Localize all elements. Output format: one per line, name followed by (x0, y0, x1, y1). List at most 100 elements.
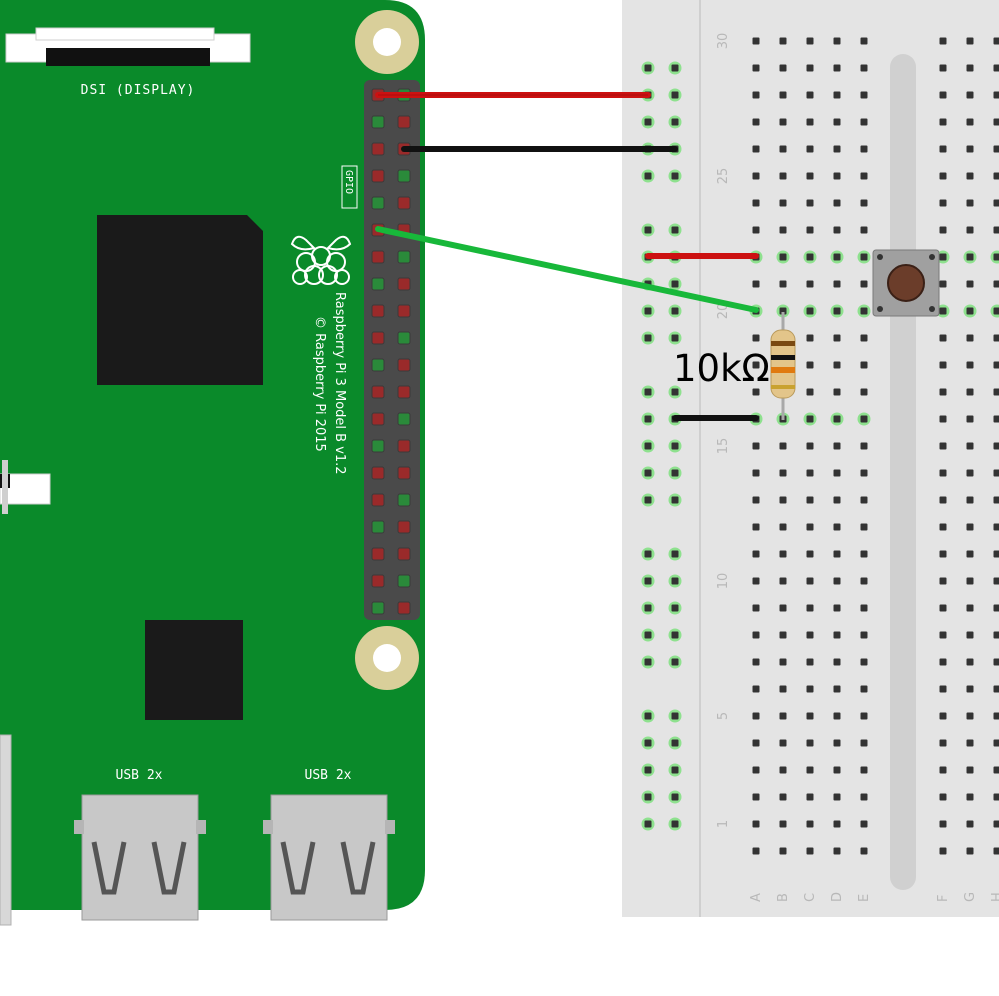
breadboard-hole (833, 766, 841, 774)
column-letter: B (776, 893, 791, 902)
breadboard-hole (752, 577, 760, 585)
breadboard-hole (752, 658, 760, 666)
gpio-pin (371, 493, 385, 507)
breadboard-hole (833, 64, 841, 72)
breadboard-hole (806, 334, 814, 342)
breadboard-hole (939, 145, 947, 153)
breadboard-hole (833, 496, 841, 504)
breadboard-hole (966, 253, 974, 261)
mounting-hole-bottom (355, 626, 419, 690)
breadboard-hole (806, 118, 814, 126)
row-number: 5 (716, 712, 731, 720)
breadboard-hole (644, 820, 652, 828)
breadboard-hole (966, 847, 974, 855)
gpio-pin (397, 169, 411, 183)
breadboard-hole (671, 658, 679, 666)
breadboard-hole (939, 199, 947, 207)
push-button-icon[interactable] (872, 249, 940, 317)
breadboard-hole (752, 739, 760, 747)
breadboard-hole (779, 523, 787, 531)
breadboard-hole (644, 739, 652, 747)
breadboard-hole (833, 550, 841, 558)
breadboard-hole (966, 631, 974, 639)
breadboard-hole (939, 442, 947, 450)
gpio-pin (371, 574, 385, 588)
gpio-header (364, 80, 420, 620)
breadboard-hole (833, 253, 841, 261)
breadboard-hole (671, 172, 679, 180)
gpio-pin (397, 466, 411, 480)
breadboard-hole (806, 604, 814, 612)
breadboard-hole (806, 415, 814, 423)
breadboard-hole (939, 172, 947, 180)
breadboard-hole (860, 496, 868, 504)
breadboard-hole (833, 577, 841, 585)
breadboard-hole (993, 442, 999, 450)
breadboard-hole (833, 199, 841, 207)
gpio-pin (397, 412, 411, 426)
breadboard-hole (644, 307, 652, 315)
breadboard-hole (806, 91, 814, 99)
gpio-pin (371, 520, 385, 534)
breadboard-hole (993, 847, 999, 855)
breadboard-hole (993, 118, 999, 126)
breadboard-hole (644, 604, 652, 612)
breadboard-hole (993, 766, 999, 774)
gpio-pin (397, 439, 411, 453)
breadboard-hole (833, 604, 841, 612)
breadboard-hole (779, 766, 787, 774)
breadboard-hole (752, 550, 760, 558)
breadboard-hole (779, 145, 787, 153)
breadboard-hole (671, 388, 679, 396)
dsi-connector (5, 27, 251, 66)
breadboard-hole (966, 145, 974, 153)
breadboard-hole (806, 145, 814, 153)
breadboard-hole (966, 496, 974, 504)
breadboard-hole (752, 388, 760, 396)
breadboard-hole (806, 847, 814, 855)
breadboard-hole (833, 469, 841, 477)
column-letter: A (749, 893, 764, 902)
breadboard-hole (860, 91, 868, 99)
breadboard-hole (671, 712, 679, 720)
model-text: Raspberry Pi 3 Model B v1.2 (332, 292, 347, 475)
gpio-label-box: GPIO (341, 165, 358, 209)
breadboard-hole (993, 631, 999, 639)
breadboard-hole (671, 604, 679, 612)
breadboard-hole (939, 388, 947, 396)
gpio-pin (397, 304, 411, 318)
breadboard-hole (860, 334, 868, 342)
breadboard-hole (644, 226, 652, 234)
breadboard-hole (993, 523, 999, 531)
breadboard-hole (860, 118, 868, 126)
breadboard-hole (833, 91, 841, 99)
wire-signal[interactable] (375, 226, 759, 313)
gpio-pin (371, 358, 385, 372)
breadboard-hole (752, 793, 760, 801)
breadboard-hole (779, 469, 787, 477)
breadboard-hole (779, 847, 787, 855)
gpio-pin (371, 547, 385, 561)
breadboard-hole (806, 226, 814, 234)
breadboard-hole (779, 91, 787, 99)
breadboard-hole (644, 334, 652, 342)
breadboard-hole (939, 739, 947, 747)
breadboard-hole (752, 523, 760, 531)
breadboard-hole (833, 226, 841, 234)
breadboard-hole (833, 307, 841, 315)
breadboard-hole (939, 658, 947, 666)
breadboard-hole (939, 118, 947, 126)
breadboard-hole (939, 523, 947, 531)
breadboard-hole (993, 199, 999, 207)
breadboard-hole (752, 766, 760, 774)
column-letter: D (830, 892, 845, 902)
breadboard-hole (806, 577, 814, 585)
breadboard-hole (833, 118, 841, 126)
breadboard-hole (752, 118, 760, 126)
gpio-pin (397, 520, 411, 534)
breadboard-hole (966, 469, 974, 477)
breadboard-hole (671, 280, 679, 288)
column-letter: E (857, 894, 872, 902)
breadboard-hole (939, 469, 947, 477)
breadboard-hole (806, 739, 814, 747)
